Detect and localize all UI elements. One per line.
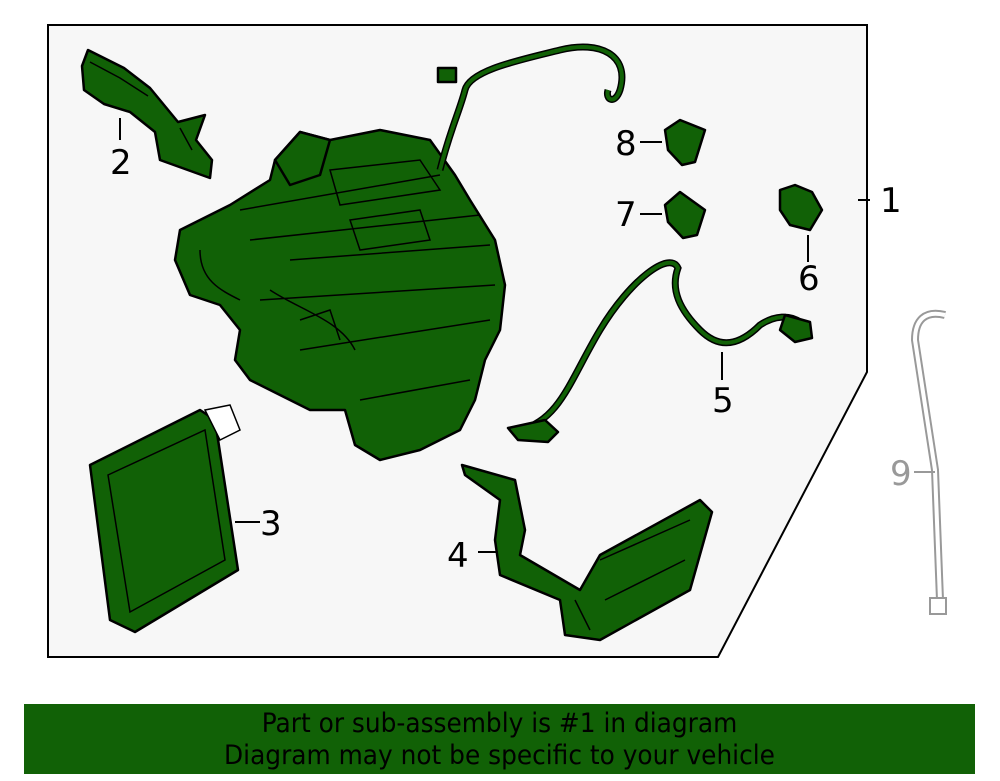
- callout-3[interactable]: 3: [260, 504, 282, 544]
- part-8-actuator[interactable]: [663, 118, 707, 167]
- part-1-wire-harness[interactable]: [436, 43, 626, 171]
- callout-1[interactable]: 1: [880, 181, 902, 221]
- callout-9[interactable]: 9: [890, 454, 912, 494]
- leader-lines: [119, 118, 870, 553]
- part-5-wire-harness[interactable]: [506, 259, 814, 444]
- info-banner: Part or sub-assembly is #1 in diagram Di…: [24, 704, 975, 774]
- part-9-drain-hose[interactable]: [910, 309, 947, 615]
- callout-2[interactable]: 2: [110, 143, 132, 183]
- part-1-heater-housing[interactable]: [173, 128, 507, 462]
- callout-5[interactable]: 5: [712, 381, 734, 421]
- part-4-heater-core[interactable]: [460, 463, 714, 642]
- part-3-evaporator-core[interactable]: [88, 404, 241, 634]
- banner-line-1: Part or sub-assembly is #1 in diagram: [261, 708, 738, 739]
- callout-4[interactable]: 4: [447, 536, 469, 576]
- part-2-bracket[interactable]: [80, 48, 214, 180]
- part-7-actuator[interactable]: [663, 190, 707, 240]
- banner-line-2: Diagram may not be specific to your vehi…: [224, 740, 775, 771]
- callout-6[interactable]: 6: [798, 259, 820, 299]
- callout-7[interactable]: 7: [615, 195, 637, 235]
- part-6-actuator[interactable]: [778, 183, 824, 232]
- callout-8[interactable]: 8: [615, 124, 637, 164]
